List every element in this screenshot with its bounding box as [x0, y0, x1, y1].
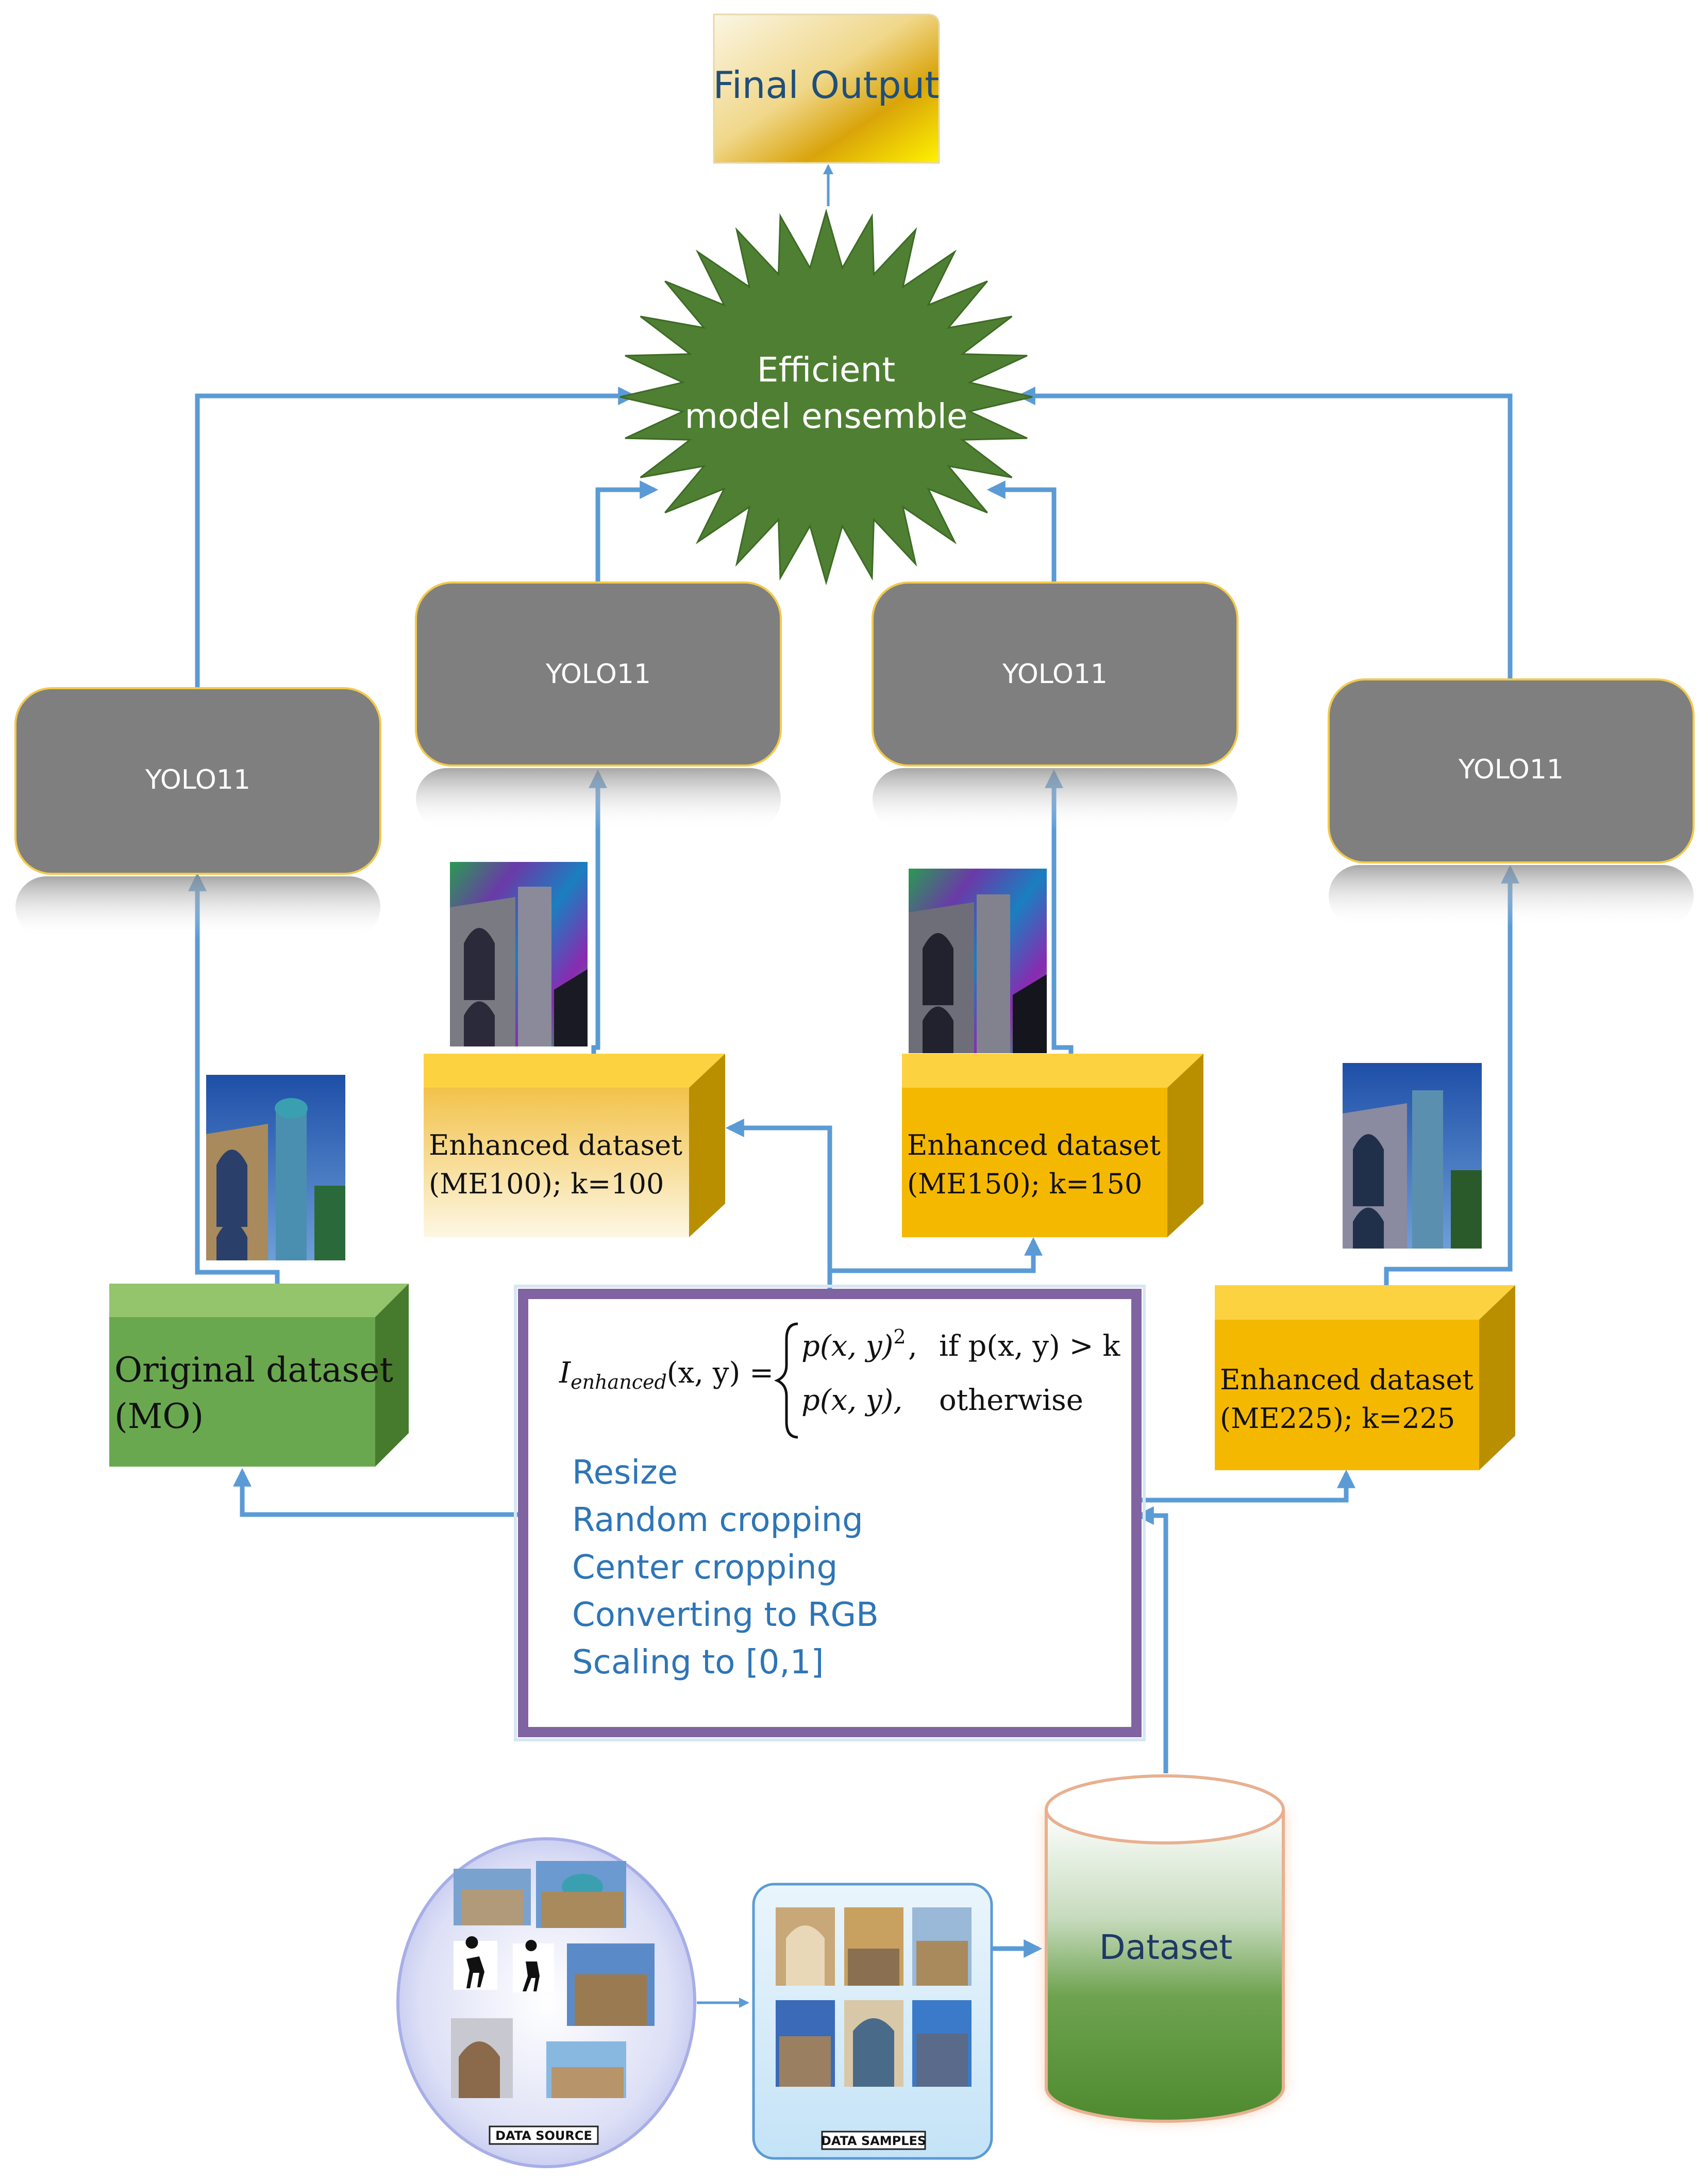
data-source-label: DATA SOURCE	[495, 2129, 592, 2143]
svg-text:if p(x, y) > k: if p(x, y) > k	[939, 1329, 1120, 1363]
dataset-cylinder: Dataset	[1045, 1774, 1285, 2123]
me150-line1: Enhanced dataset	[907, 1129, 1161, 1161]
arrow-me150-to-yolo3	[1045, 769, 1074, 1054]
data-source-circle: DATA SOURCE	[396, 1837, 696, 2168]
original-dataset-line1: Original dataset	[114, 1350, 393, 1390]
me225-thumbnail-image	[1343, 1063, 1482, 1249]
yolo-box-1: YOLO11	[14, 687, 381, 938]
ensemble-star: Efficient model ensemble	[619, 208, 1033, 586]
preprocessing-step: Scaling to [0,1]	[572, 1643, 824, 1682]
arrow-preproc-to-me225	[1133, 1469, 1355, 1503]
arrow-yolo3-to-ensemble	[986, 480, 1057, 583]
me225-line2: (ME225); k=225	[1220, 1402, 1455, 1435]
arrow-me100-to-yolo2	[589, 769, 607, 1054]
me150-line2: (ME150); k=150	[907, 1168, 1142, 1200]
arrow-yolo1-to-ensemble	[195, 387, 637, 688]
connectors	[188, 164, 1519, 2008]
mo-thumbnail-image	[206, 1075, 345, 1260]
arrow-yolo2-to-ensemble	[595, 480, 659, 583]
arrow-mo-to-yolo1	[188, 872, 280, 1284]
arrow-preproc-to-mo	[233, 1468, 523, 1517]
me225-line1: Enhanced dataset	[1220, 1364, 1473, 1396]
preprocessing-step: Random cropping	[572, 1501, 863, 1539]
yolo-label: YOLO11	[145, 764, 250, 795]
yolo-box-3: YOLO11	[872, 581, 1238, 830]
svg-text:p(x, y),: p(x, y),	[801, 1384, 902, 1417]
final-output-label: Final Output	[713, 63, 940, 107]
yolo-label: YOLO11	[545, 659, 651, 690]
dataset-label: Dataset	[1099, 1927, 1232, 1967]
yolo-label: YOLO11	[1458, 754, 1564, 785]
ensemble-label-line1: Efficient	[757, 350, 895, 390]
preprocessing-box: Ienhanced(x, y) = p(x, y)2 , if p(x, y) …	[514, 1285, 1146, 1741]
enhancement-formula: Ienhanced(x, y) = p(x, y)2 , if p(x, y) …	[559, 1322, 1120, 1439]
data-samples-box: DATA SAMPLES	[752, 1883, 993, 2160]
me100-thumbnail-image	[450, 862, 588, 1046]
preprocessing-step: Converting to RGB	[572, 1596, 879, 1634]
enhanced-dataset-me100-box: Enhanced dataset (ME100); k=100	[424, 1054, 725, 1237]
yolo-box-4: YOLO11	[1328, 678, 1695, 927]
svg-text:otherwise: otherwise	[939, 1384, 1083, 1417]
arrow-preproc-to-me100	[725, 1119, 832, 1294]
arrow-preproc-to-me150	[830, 1237, 1043, 1273]
enhanced-dataset-me225-box: Enhanced dataset (ME225); k=225	[1215, 1285, 1515, 1470]
ensemble-label-line2: model ensemble	[684, 396, 967, 436]
arrow-yolo4-to-ensemble	[1016, 387, 1513, 679]
data-samples-label: DATA SAMPLES	[821, 2134, 926, 2148]
svg-text:Ienhanced(x, y) =: Ienhanced(x, y) =	[559, 1356, 774, 1393]
yolo-box-2: YOLO11	[415, 581, 782, 830]
preprocessing-step: Center cropping	[572, 1549, 838, 1587]
me100-line2: (ME100); k=100	[429, 1168, 664, 1200]
svg-text:p(x, y)2: p(x, y)2	[801, 1325, 906, 1363]
me100-line1: Enhanced dataset	[429, 1129, 682, 1161]
svg-text:,: ,	[908, 1329, 917, 1363]
enhanced-dataset-me150-box: Enhanced dataset (ME150); k=150	[902, 1054, 1203, 1237]
original-dataset-line2: (MO)	[114, 1396, 204, 1436]
arrow-me225-to-yolo4	[1384, 864, 1519, 1285]
final-output-box: Final Output	[713, 13, 940, 164]
yolo-label: YOLO11	[1002, 659, 1108, 690]
me150-thumbnail-image	[909, 869, 1047, 1053]
preprocessing-step: Resize	[572, 1454, 678, 1492]
original-dataset-box: Original dataset (MO)	[109, 1284, 409, 1467]
arrow-dataset-to-preproc	[1135, 1506, 1168, 1773]
